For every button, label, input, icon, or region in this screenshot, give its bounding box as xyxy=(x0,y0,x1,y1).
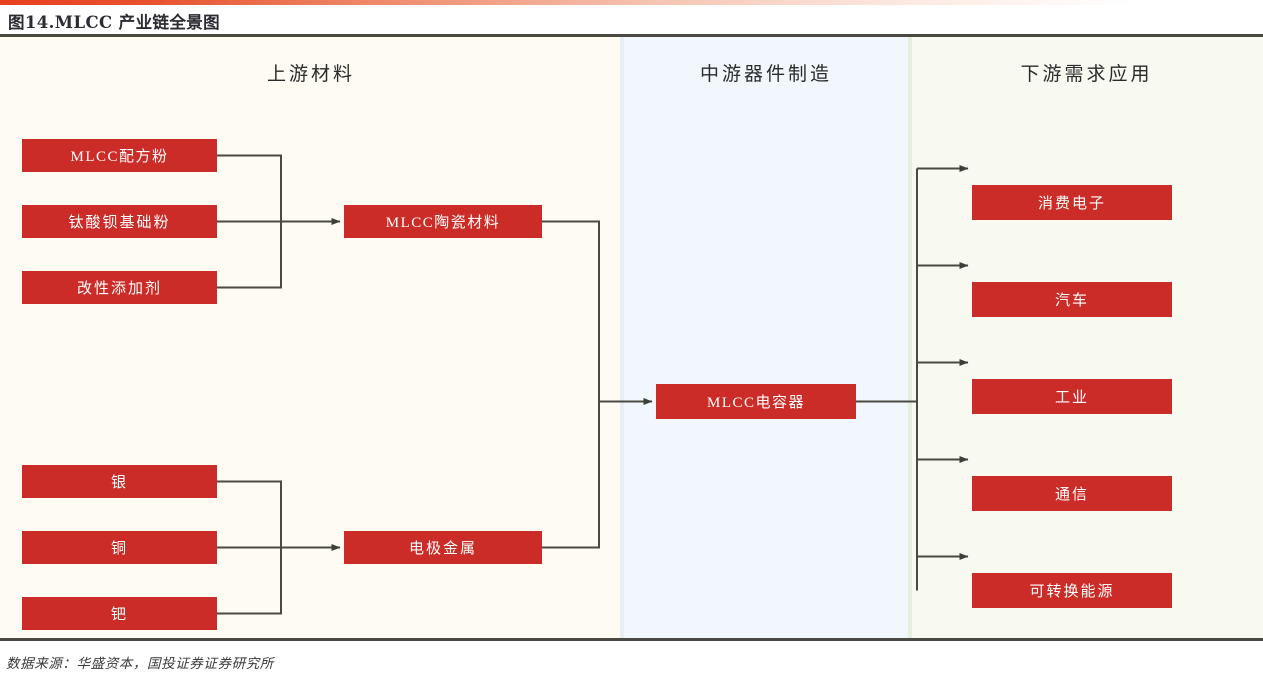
source-note: 数据来源：华盛资本，国投证券证券研究所 xyxy=(6,656,274,671)
node-mlcc-capacitor[interactable]: MLCC电容器 xyxy=(656,384,856,419)
node-bt-base[interactable]: 钛酸钡基础粉 xyxy=(22,205,217,238)
diagram-canvas: 上游材料 中游器件制造 下游需求应用 xyxy=(0,34,1263,641)
node-industrial[interactable]: 工业 xyxy=(972,379,1172,414)
accent-rule xyxy=(0,0,1263,5)
band-downstream xyxy=(910,37,1263,638)
node-communications[interactable]: 通信 xyxy=(972,476,1172,511)
node-mlcc-powder[interactable]: MLCC配方粉 xyxy=(22,139,217,172)
band-title-midstream: 中游器件制造 xyxy=(699,64,832,85)
node-renewable-energy[interactable]: 可转换能源 xyxy=(972,573,1172,608)
node-consumer-electronics[interactable]: 消费电子 xyxy=(972,185,1172,220)
figure-title: 图14.MLCC 产业链全景图 xyxy=(8,13,221,32)
band-divider-midstream-downstream xyxy=(908,37,912,638)
band-title-upstream: 上游材料 xyxy=(266,64,355,85)
band-midstream xyxy=(622,37,910,638)
node-mlcc-ceramic-material[interactable]: MLCC陶瓷材料 xyxy=(344,205,542,238)
node-palladium[interactable]: 钯 xyxy=(22,597,217,630)
band-title-downstream: 下游需求应用 xyxy=(1020,64,1153,85)
node-modifier[interactable]: 改性添加剂 xyxy=(22,271,217,304)
node-silver[interactable]: 银 xyxy=(22,465,217,498)
node-automotive[interactable]: 汽车 xyxy=(972,282,1172,317)
node-copper[interactable]: 铜 xyxy=(22,531,217,564)
band-divider-upstream-midstream xyxy=(620,37,624,638)
node-electrode-metal[interactable]: 电极金属 xyxy=(344,531,542,564)
